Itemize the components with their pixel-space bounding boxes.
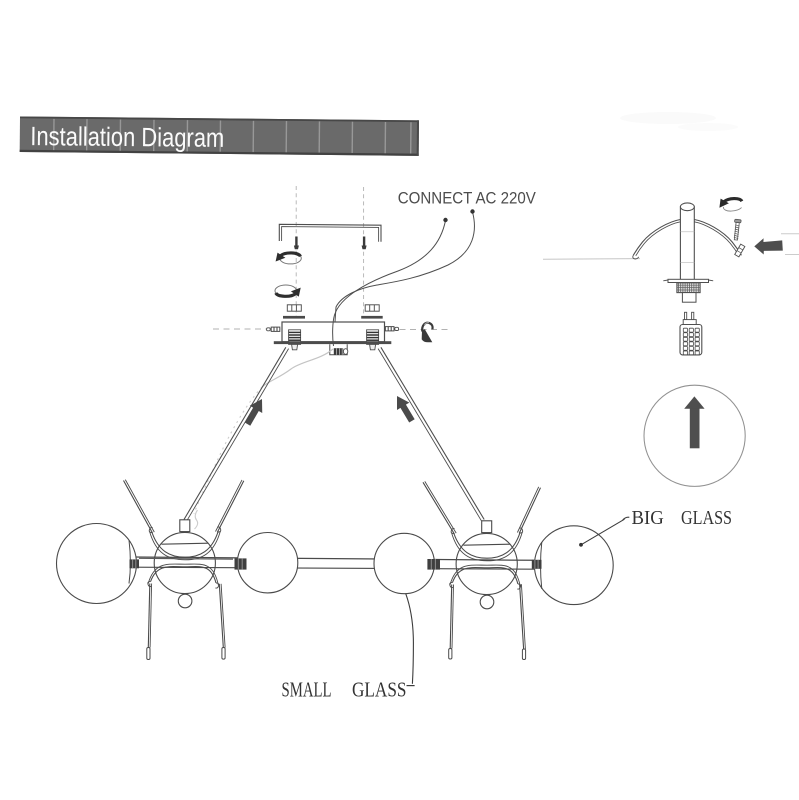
svg-text:SMALL: SMALL: [282, 678, 332, 702]
svg-text:BIG: BIG: [632, 507, 664, 529]
svg-text:Installation Diagram: Installation Diagram: [30, 121, 224, 153]
svg-text:GLASS: GLASS: [681, 507, 732, 529]
svg-text:GLASS: GLASS: [352, 678, 407, 702]
svg-text:CONNECT AC 220V: CONNECT AC 220V: [398, 190, 536, 208]
